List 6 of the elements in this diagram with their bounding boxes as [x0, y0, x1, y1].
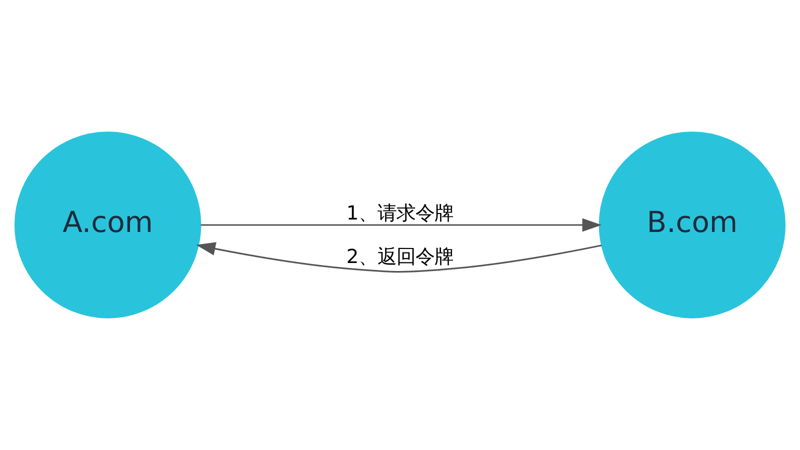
node-circle: A.com [14, 132, 202, 318]
arrow [200, 218, 602, 232]
node-circle: B.com [598, 132, 786, 318]
edge-label: 1、请求令牌 [346, 202, 454, 225]
arrow [196, 242, 602, 273]
edge-label: 2、返回令牌 [346, 244, 454, 268]
